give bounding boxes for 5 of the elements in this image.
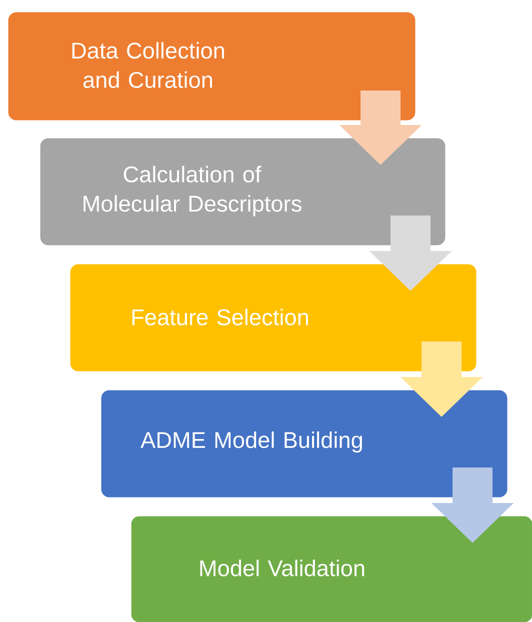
process-box: Calculation of Molecular Descriptors xyxy=(40,138,446,246)
process-box: Feature Selection xyxy=(70,264,476,372)
process-box: ADME Model Building xyxy=(101,390,508,498)
process-box: Model Validation xyxy=(131,516,532,622)
process-box: Data Collection and Curation xyxy=(8,12,416,120)
